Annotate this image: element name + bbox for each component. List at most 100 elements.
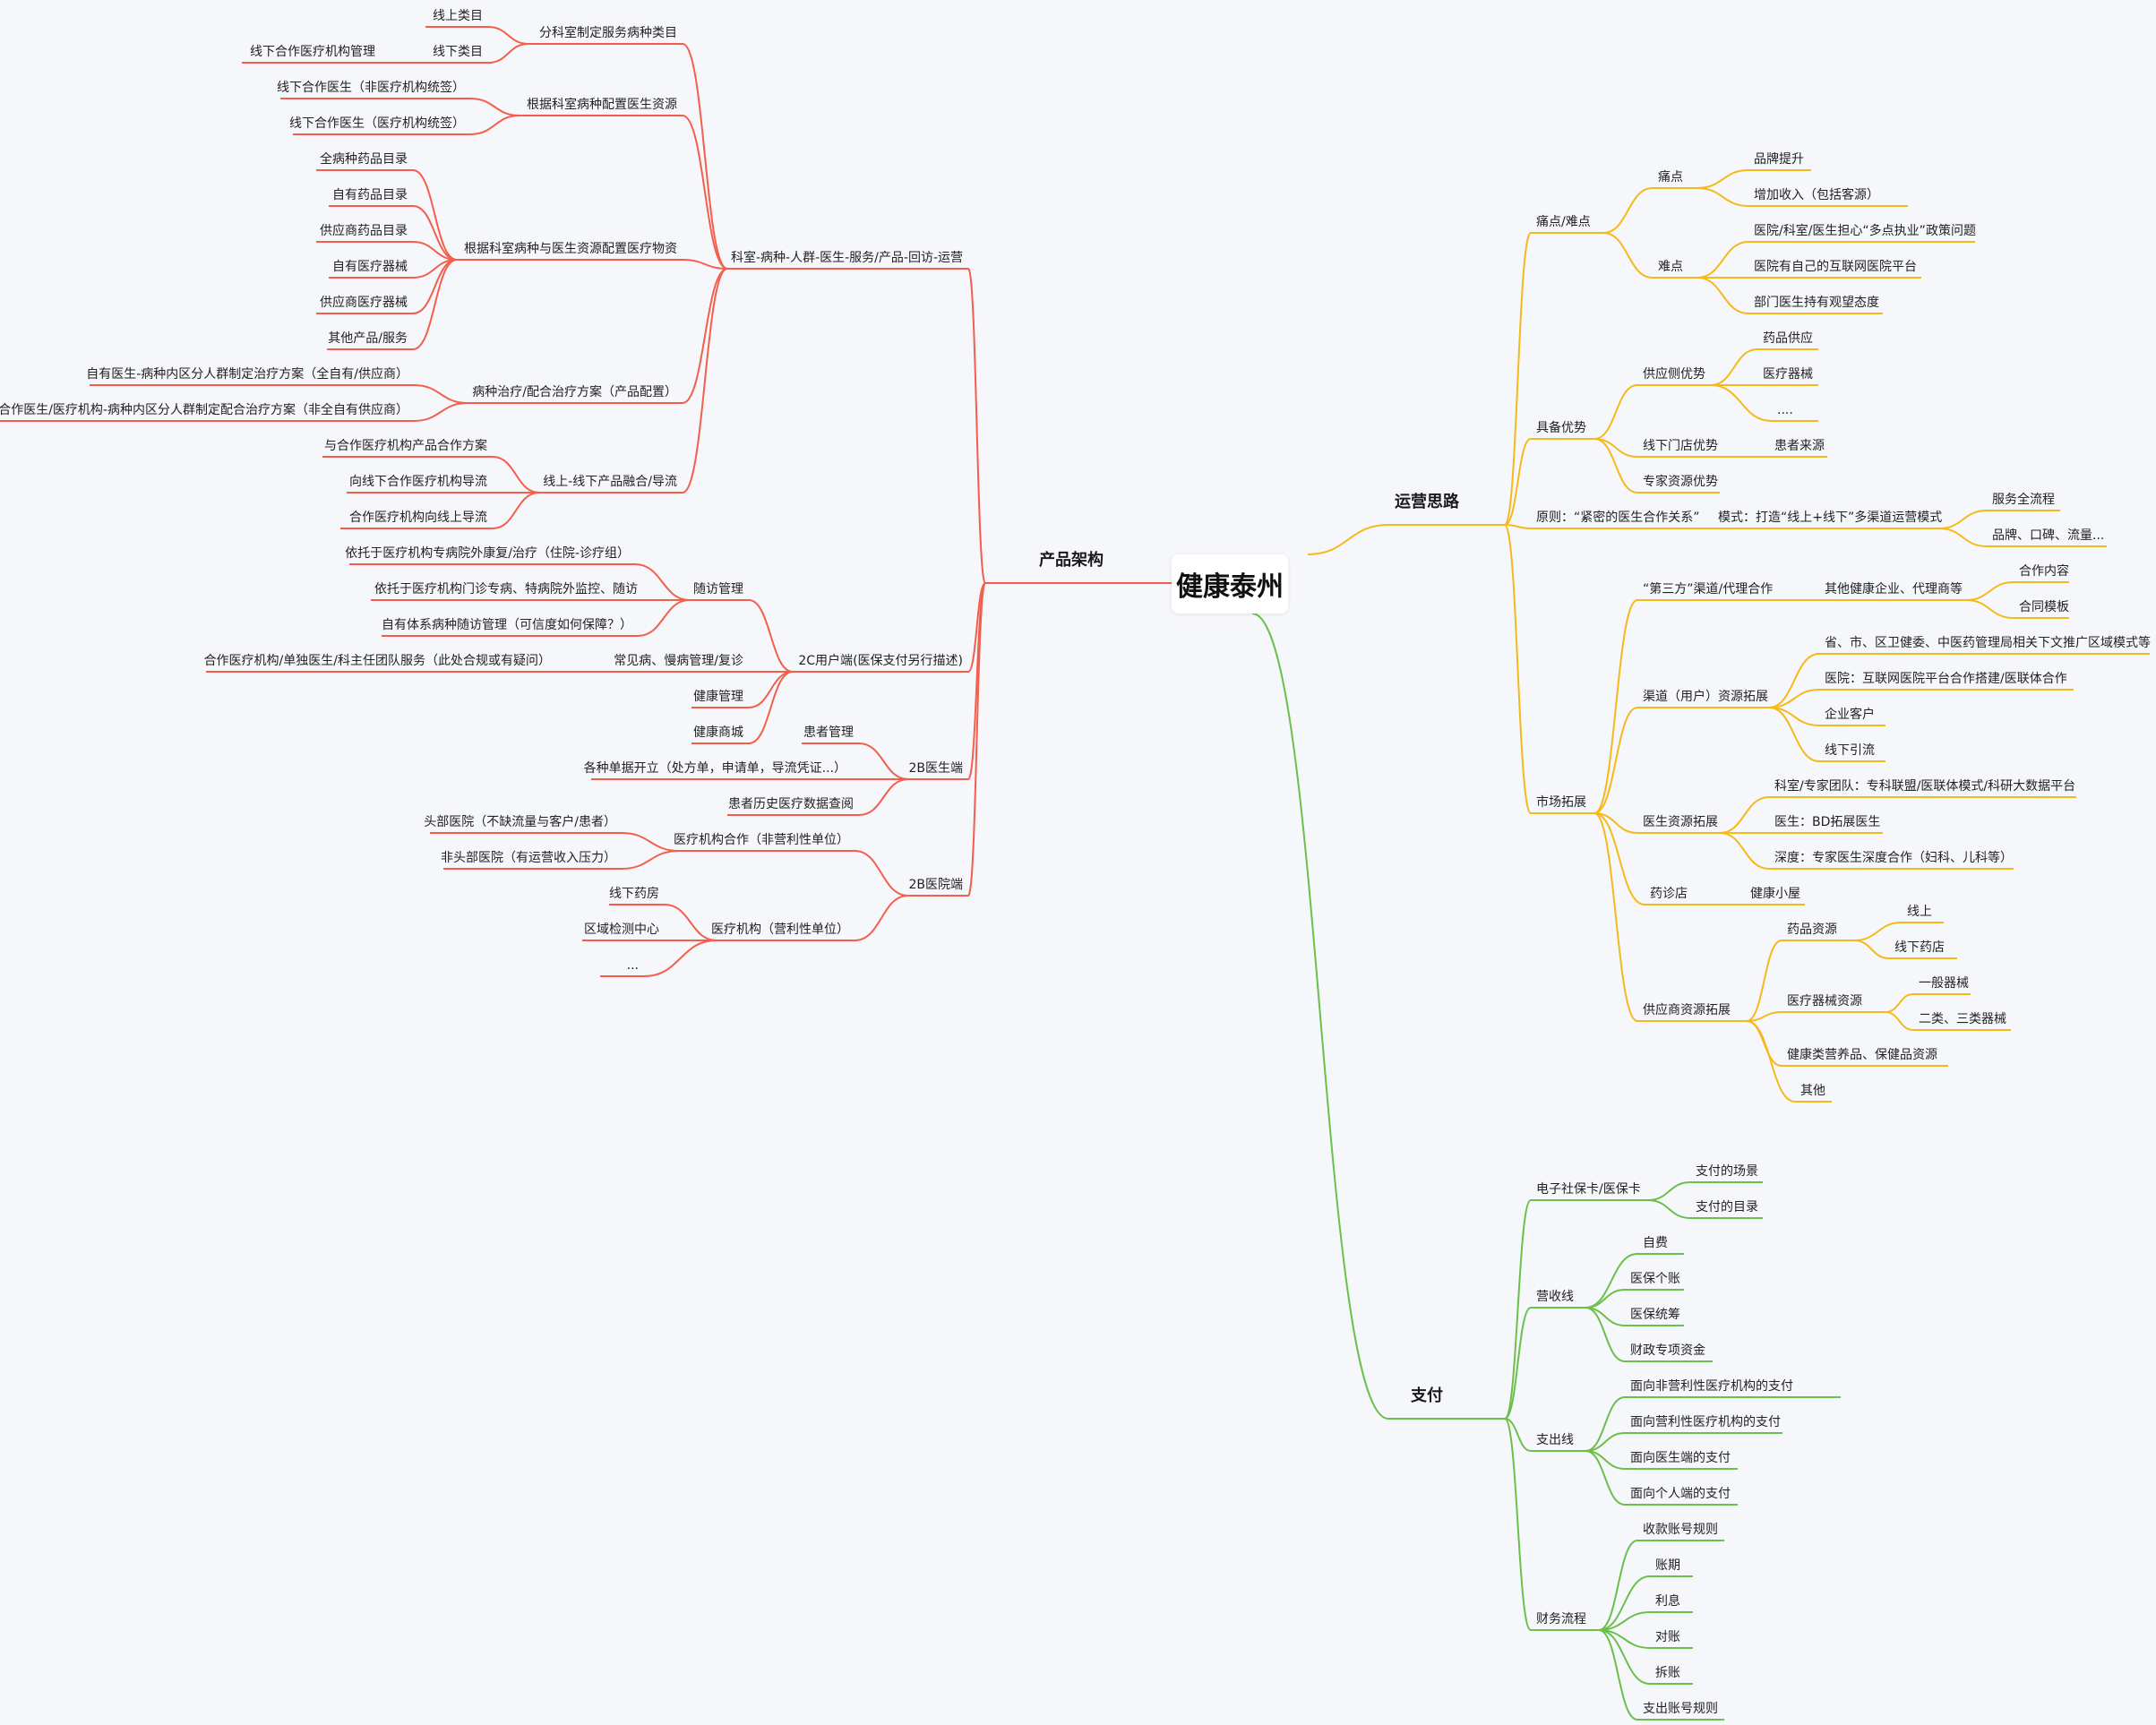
node-market-m3[interactable]: 医生资源拓展 [1643, 815, 1718, 829]
node-expense[interactable]: 支出线 [1536, 1433, 1574, 1447]
node-market[interactable]: 市场拓展 [1536, 794, 1586, 810]
node-market-m3-1[interactable]: 医生：BD拓展医生 [1774, 815, 1880, 829]
node-finance[interactable]: 财务流程 [1536, 1612, 1586, 1626]
node-c1-d4[interactable]: 病种治疗/配合治疗方案（产品配置） [472, 384, 677, 399]
node-income-3[interactable]: 财政专项资金 [1630, 1343, 1705, 1358]
node-c4[interactable]: 2B医院端 [908, 878, 963, 892]
branch-product[interactable]: 产品架构 [1039, 550, 1104, 570]
node-adv-a3[interactable]: 专家资源优势 [1643, 474, 1718, 489]
node-c1-d3-3[interactable]: 自有医疗器械 [332, 260, 408, 274]
node-market-m1-1[interactable]: 合同模板 [2019, 600, 2069, 614]
node-m5-health[interactable]: 健康类营养品、保健品资源 [1787, 1047, 1937, 1062]
node-adv-a1-1[interactable]: 医疗器械 [1763, 367, 1813, 382]
node-c1-d4-1[interactable]: 合作医生/医疗机构-病种内区分人群制定配合治疗方案（非全自有供应商） [0, 402, 408, 417]
node-market-m4-0[interactable]: 健康小屋 [1750, 886, 1800, 901]
node-expense-0[interactable]: 面向非营利性医疗机构的支付 [1630, 1379, 1793, 1394]
node-market-m1-0[interactable]: 合作内容 [2019, 563, 2069, 579]
node-c1-d2[interactable]: 根据科室病种配置医生资源 [527, 97, 677, 112]
node-c2-d1[interactable]: 随访管理 [693, 582, 743, 596]
node-c1-d3-4[interactable]: 供应商医疗器械 [320, 295, 408, 310]
node-adv-a2[interactable]: 线下门店优势 [1643, 439, 1718, 453]
node-c4-d2-2[interactable]: ... [627, 958, 639, 973]
node-principle-1[interactable]: 品牌、口碑、流量... [1992, 528, 2104, 543]
node-c1-d3-0[interactable]: 全病种药品目录 [320, 151, 408, 167]
node-adv[interactable]: 具备优势 [1536, 420, 1586, 435]
node-pain-p2-1[interactable]: 医院有自己的互联网医院平台 [1754, 260, 1917, 274]
node-c1-d5[interactable]: 线上-线下产品融合/导流 [543, 475, 677, 489]
node-c4-d1[interactable]: 医疗机构合作（非营利性单位） [674, 833, 849, 847]
node-c2-d2-0[interactable]: 合作医疗机构/单独医生/科主任团队服务（此处合规或有疑问） [204, 654, 551, 668]
node-adv-a1-0[interactable]: 药品供应 [1763, 330, 1813, 346]
node-c1-d5-2[interactable]: 合作医疗机构向线上导流 [349, 511, 487, 525]
node-market-m3-2[interactable]: 深度：专家医生深度合作（妇科、儿科等） [1774, 850, 2013, 865]
node-pain-p1[interactable]: 痛点 [1658, 169, 1683, 185]
node-market-m1-sub[interactable]: 其他健康企业、代理商等 [1825, 581, 1963, 596]
root-node[interactable]: 健康泰州 [1172, 554, 1288, 614]
node-c4-d1-0[interactable]: 头部医院（不缺流量与客户/患者） [424, 814, 616, 829]
node-card[interactable]: 电子社保卡/医保卡 [1536, 1182, 1641, 1197]
node-c2-d1-2[interactable]: 自有体系病种随访管理（可信度如何保障？） [382, 618, 632, 632]
node-expense-1[interactable]: 面向营利性医疗机构的支付 [1630, 1415, 1781, 1429]
node-c1-d3-5[interactable]: 其他产品/服务 [328, 331, 408, 346]
node-market-m2[interactable]: 渠道（用户）资源拓展 [1643, 689, 1768, 704]
node-market-m1[interactable]: “第三方”渠道/代理合作 [1643, 581, 1773, 596]
node-pain-p2-0[interactable]: 医院/科室/医生担心“多点执业”政策问题 [1754, 223, 1976, 238]
node-income[interactable]: 营收线 [1536, 1290, 1574, 1304]
node-income-2[interactable]: 医保统筹 [1630, 1307, 1680, 1322]
node-m5-drug[interactable]: 药品资源 [1787, 923, 1837, 937]
node-c4-d2-1[interactable]: 区域检测中心 [584, 923, 659, 937]
node-c1-d3[interactable]: 根据科室病种与医生资源配置医疗物资 [464, 241, 677, 256]
node-c3[interactable]: 2B医生端 [908, 761, 963, 776]
node-market-m2-1[interactable]: 医院：互联网医院平台合作搭建/医联体合作 [1825, 672, 2067, 686]
node-finance-5[interactable]: 支出账号规则 [1643, 1702, 1718, 1716]
node-c1-d1-online[interactable]: 线上类目 [433, 9, 483, 23]
node-c3-1[interactable]: 各种单据开立（处方单，申请单，导流凭证...） [584, 761, 846, 776]
node-adv-a2-0[interactable]: 患者来源 [1774, 439, 1825, 453]
node-principle-mode[interactable]: 模式：打造“线上+线下”多渠道运营模式 [1718, 510, 1942, 525]
node-c4-d2[interactable]: 医疗机构（营利性单位） [711, 923, 849, 937]
node-c1[interactable]: 科室-病种-人群-医生-服务/产品-回访-运营 [731, 250, 963, 265]
node-m5-other[interactable]: 其他 [1800, 1084, 1825, 1098]
node-c2-d3[interactable]: 健康管理 [693, 689, 743, 704]
node-income-1[interactable]: 医保个账 [1630, 1272, 1680, 1286]
node-c3-2[interactable]: 患者历史医疗数据查阅 [728, 797, 854, 811]
node-c2-d1-1[interactable]: 依托于医疗机构门诊专病、特病院外监控、随访 [374, 582, 638, 596]
node-market-m2-0[interactable]: 省、市、区卫健委、中医药管理局相关下文推广区域模式等 [1825, 635, 2151, 650]
node-c1-d5-1[interactable]: 向线下合作医疗机构导流 [349, 475, 487, 489]
node-pain-p2-2[interactable]: 部门医生持有观望态度 [1754, 296, 1879, 310]
node-market-m5[interactable]: 供应商资源拓展 [1643, 1002, 1731, 1017]
node-pain-p2[interactable]: 难点 [1658, 260, 1683, 274]
node-c2[interactable]: 2C用户端(医保支付另行描述) [798, 653, 963, 668]
node-m5-device-1[interactable]: 二类、三类器械 [1919, 1012, 2006, 1026]
node-c4-d1-1[interactable]: 非头部医院（有运营收入压力） [441, 851, 616, 865]
node-market-m3-0[interactable]: 科室/专家团队：专科联盟/医联体模式/科研大数据平台 [1774, 778, 2075, 794]
node-c3-0[interactable]: 患者管理 [803, 725, 854, 740]
node-c2-d2[interactable]: 常见病、慢病管理/复诊 [614, 653, 743, 668]
node-finance-2[interactable]: 利息 [1655, 1593, 1680, 1609]
node-pain-p1-1[interactable]: 增加收入（包括客源） [1754, 187, 1879, 202]
node-m5-drug-0[interactable]: 线上 [1907, 905, 1932, 919]
node-adv-a1[interactable]: 供应侧优势 [1643, 366, 1705, 382]
node-card-0[interactable]: 支付的场景 [1696, 1164, 1758, 1179]
node-c2-d1-0[interactable]: 依托于医疗机构专病院外康复/治疗（住院-诊疗组） [345, 545, 630, 561]
node-finance-0[interactable]: 收款账号规则 [1643, 1523, 1718, 1537]
node-principle[interactable]: 原则：“紧密的医生合作关系” [1536, 510, 1700, 525]
node-market-m4[interactable]: 药诊店 [1650, 887, 1688, 901]
node-pain[interactable]: 痛点/难点 [1536, 214, 1591, 229]
node-c4-d2-0[interactable]: 线下药房 [609, 887, 659, 901]
node-adv-a1-2[interactable]: .... [1777, 403, 1793, 417]
node-m5-device[interactable]: 医疗器械资源 [1787, 994, 1862, 1008]
node-market-m2-2[interactable]: 企业客户 [1825, 707, 1875, 722]
node-c1-d3-2[interactable]: 供应商药品目录 [320, 223, 408, 238]
node-c1-d2-0[interactable]: 线下合作医生（非医疗机构统签） [277, 80, 465, 95]
node-expense-3[interactable]: 面向个人端的支付 [1630, 1487, 1731, 1501]
node-principle-0[interactable]: 服务全流程 [1992, 492, 2055, 507]
node-c1-d1-offline[interactable]: 线下类目 [433, 45, 483, 59]
node-m5-drug-1[interactable]: 线下药店 [1894, 940, 1945, 955]
node-market-m2-3[interactable]: 线下引流 [1825, 743, 1875, 758]
node-c1-d2-1[interactable]: 线下合作医生（医疗机构统签） [289, 116, 465, 131]
node-c1-d4-0[interactable]: 自有医生-病种内区分人群制定治疗方案（全自有/供应商） [86, 366, 408, 382]
node-m5-device-0[interactable]: 一般器械 [1919, 976, 1969, 991]
node-c1-d1[interactable]: 分科室制定服务病种类目 [539, 25, 677, 40]
node-pain-p1-0[interactable]: 品牌提升 [1754, 151, 1804, 167]
